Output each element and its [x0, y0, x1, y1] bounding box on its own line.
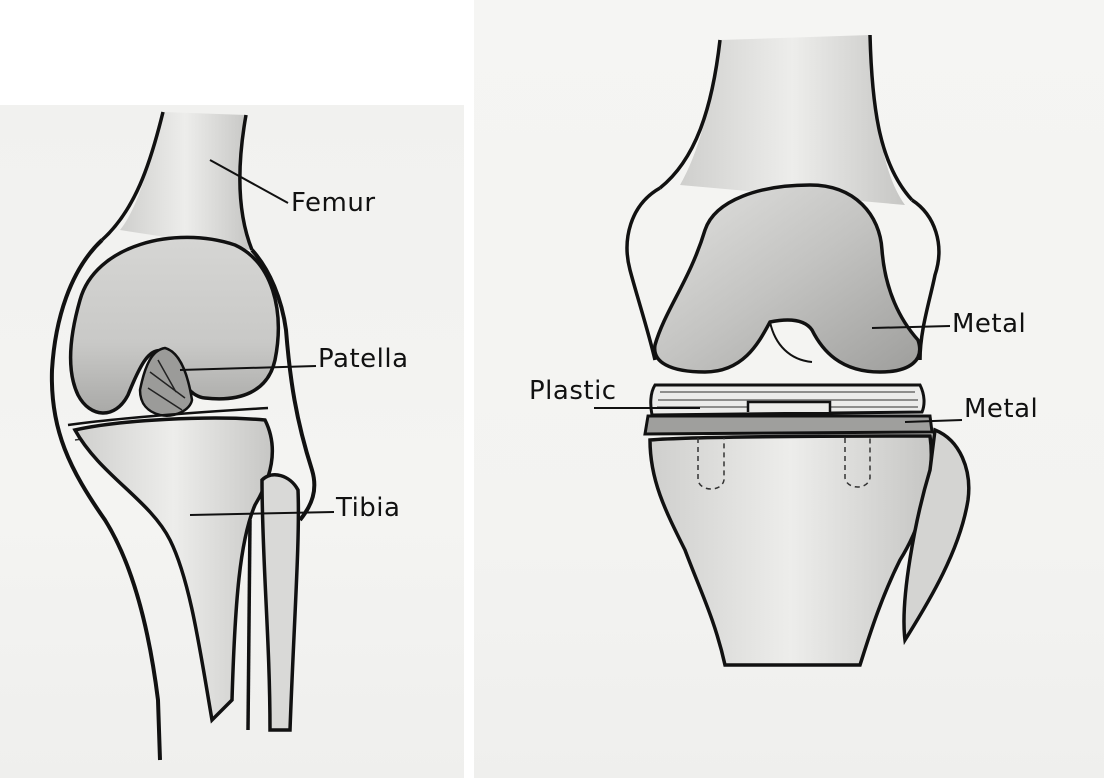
- metal-femoral-label: Metal: [952, 311, 1026, 337]
- tibia-label: Tibia: [336, 495, 400, 521]
- metal-tibial-label: Metal: [964, 396, 1038, 422]
- tibial-metal-tray: [645, 416, 932, 434]
- femur-label: Femur: [291, 190, 376, 216]
- plastic-label: Plastic: [529, 378, 617, 404]
- right-knee-drawing: [594, 35, 969, 665]
- femoral-metal-component: [655, 185, 920, 372]
- patella-label: Patella: [318, 346, 409, 372]
- tibia: [75, 418, 272, 720]
- femur-shaft: [120, 112, 250, 250]
- tibia-right: [650, 436, 931, 665]
